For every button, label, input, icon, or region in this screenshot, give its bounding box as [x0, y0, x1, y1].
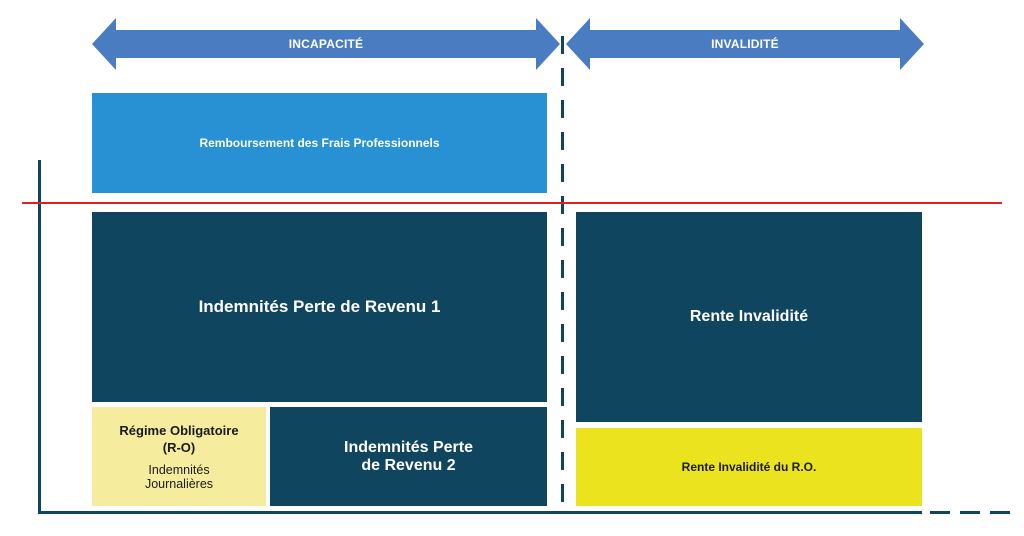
- regime-obligatoire-box: Régime Obligatoire (R-O) Indemnités Jour…: [92, 407, 266, 506]
- incapacite-arrow: INCAPACITÉ: [92, 18, 560, 70]
- rente-invalidite-box: Rente Invalidité: [576, 212, 922, 422]
- x-axis-line: [38, 511, 922, 514]
- threshold-red-line: [22, 202, 1002, 204]
- invalidite-arrow: INVALIDITÉ: [566, 18, 924, 70]
- x-axis-dashed-extension: [930, 511, 1012, 514]
- ipr2-line1: Indemnités Perte: [344, 438, 473, 456]
- rente-invalidite-ro-label: Rente Invalidité du R.O.: [681, 460, 817, 474]
- ipr2-box: Indemnités Perte de Revenu 2: [270, 407, 547, 506]
- incapacite-invalidite-separator: [561, 36, 564, 516]
- frais-professionnels-label: Remboursement des Frais Professionnels: [199, 136, 440, 150]
- rente-invalidite-label: Rente Invalidité: [689, 308, 809, 325]
- y-axis-line: [38, 160, 41, 514]
- ro-sub-line2: Journalières: [144, 476, 214, 491]
- double-arrow-icon: [566, 18, 924, 70]
- frais-professionnels-box: Remboursement des Frais Professionnels: [92, 93, 547, 193]
- ro-title-line2: (R-O): [162, 439, 196, 455]
- ipr2-line2: de Revenu 2: [361, 456, 456, 474]
- ro-sub-line1: Indemnités: [148, 462, 210, 477]
- ro-title-line1: Régime Obligatoire: [119, 422, 239, 438]
- ipr1-box: Indemnités Perte de Revenu 1: [92, 212, 547, 402]
- rente-invalidite-ro-box: Rente Invalidité du R.O.: [576, 428, 922, 506]
- invalidite-label: INVALIDITÉ: [711, 37, 779, 51]
- incapacite-label: INCAPACITÉ: [288, 37, 364, 51]
- double-arrow-icon: [92, 18, 560, 70]
- ipr1-label: Indemnités Perte de Revenu 1: [198, 297, 441, 316]
